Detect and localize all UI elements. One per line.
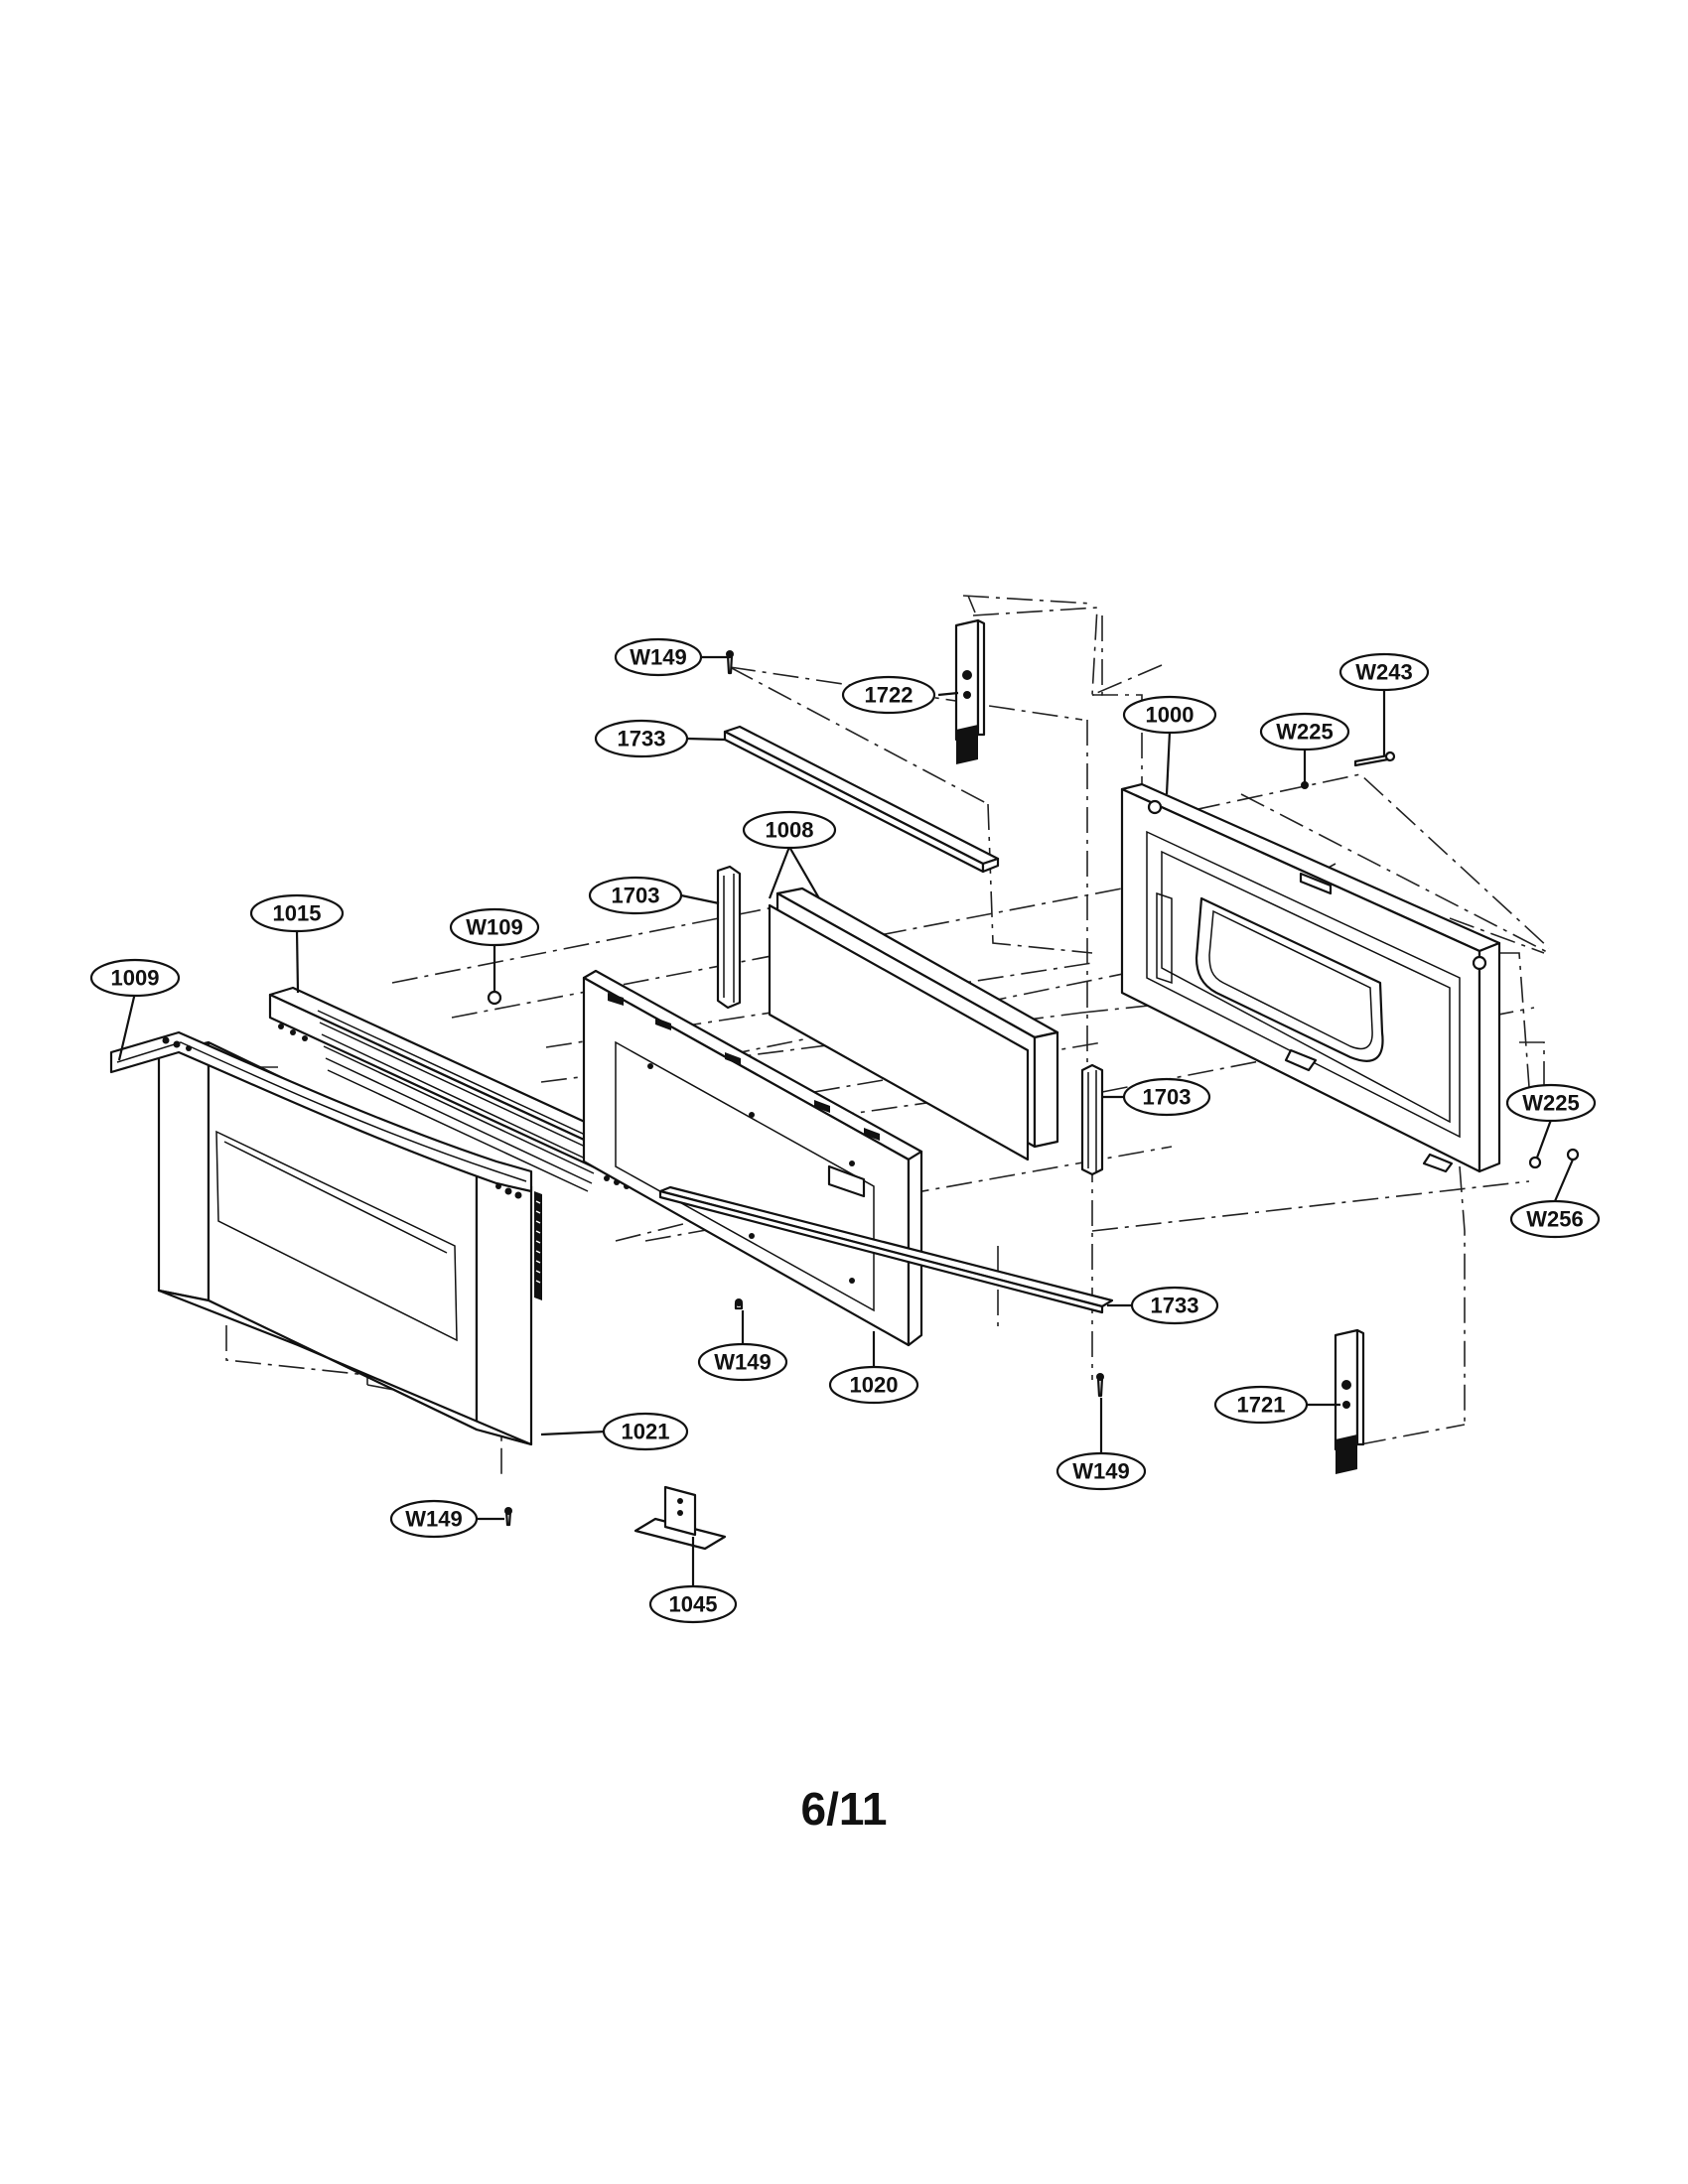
callout-w149-top: W149 <box>614 637 703 677</box>
callout-label: 1045 <box>669 1592 718 1617</box>
callout-1015: 1015 <box>249 893 345 933</box>
callout-label: W225 <box>1522 1091 1579 1116</box>
callout-label: W149 <box>630 645 686 670</box>
callout-1020: 1020 <box>828 1365 919 1405</box>
callout-label: 1703 <box>1143 1085 1192 1110</box>
callout-label: W149 <box>714 1350 771 1375</box>
callout-w149-mid: W149 <box>697 1342 788 1382</box>
callout-label: 1015 <box>273 901 322 926</box>
callout-w149-right: W149 <box>1055 1451 1147 1491</box>
callout-w109: W109 <box>449 907 540 947</box>
callout-w225-top: W225 <box>1259 712 1350 751</box>
callout-label: 1703 <box>612 884 660 908</box>
top-channel <box>723 725 1000 874</box>
callout-w225-right: W225 <box>1505 1083 1597 1123</box>
callout-label: 1721 <box>1237 1393 1286 1418</box>
callout-label: 1733 <box>1151 1294 1199 1318</box>
callout-w256: W256 <box>1509 1199 1601 1239</box>
callout-1722: 1722 <box>841 675 936 715</box>
door-vent-slots <box>534 1191 542 1300</box>
inner-door-liner <box>582 969 923 1347</box>
page-number: 6/11 <box>800 1783 888 1835</box>
callout-label: W256 <box>1526 1207 1583 1232</box>
hinge-upper <box>954 618 986 764</box>
side-channel-right <box>1080 1063 1104 1176</box>
callout-label: 1008 <box>766 818 814 843</box>
callout-label: W149 <box>1072 1459 1129 1484</box>
callout-label: W243 <box>1355 660 1412 685</box>
callout-w243: W243 <box>1338 652 1430 692</box>
callout-1721: 1721 <box>1213 1385 1309 1425</box>
callout-1733-top: 1733 <box>594 719 689 758</box>
glass-panes <box>768 887 1059 1161</box>
callout-label: W149 <box>405 1507 462 1532</box>
callout-label: 1009 <box>111 966 160 991</box>
hinge-lower <box>1334 1328 1365 1474</box>
outer-door-panel <box>109 1030 542 1446</box>
leader-lines <box>117 655 1575 1588</box>
bracket <box>633 1485 727 1551</box>
screws <box>487 650 1580 1527</box>
callout-label: 1722 <box>865 683 914 708</box>
callout-1703-left: 1703 <box>588 876 683 915</box>
callout-w149-bottom: W149 <box>389 1499 479 1539</box>
callout-label: 1021 <box>622 1420 670 1444</box>
callout-label: W109 <box>466 915 522 940</box>
callout-label: 1020 <box>850 1373 899 1398</box>
callout-1009: 1009 <box>89 958 181 998</box>
door-frame <box>1120 782 1501 1173</box>
callout-1021: 1021 <box>602 1412 689 1451</box>
bottom-channel <box>658 1185 1114 1314</box>
callout-1733-bottom: 1733 <box>1130 1286 1219 1325</box>
callout-1000: 1000 <box>1122 695 1217 735</box>
callout-1008: 1008 <box>742 810 837 850</box>
callout-label: 1000 <box>1146 703 1195 728</box>
callout-label: W225 <box>1276 720 1333 745</box>
callout-1703-right: 1703 <box>1122 1077 1211 1117</box>
callout-1045: 1045 <box>648 1584 738 1624</box>
side-channel-left <box>716 865 742 1010</box>
callout-label: 1733 <box>618 727 666 751</box>
